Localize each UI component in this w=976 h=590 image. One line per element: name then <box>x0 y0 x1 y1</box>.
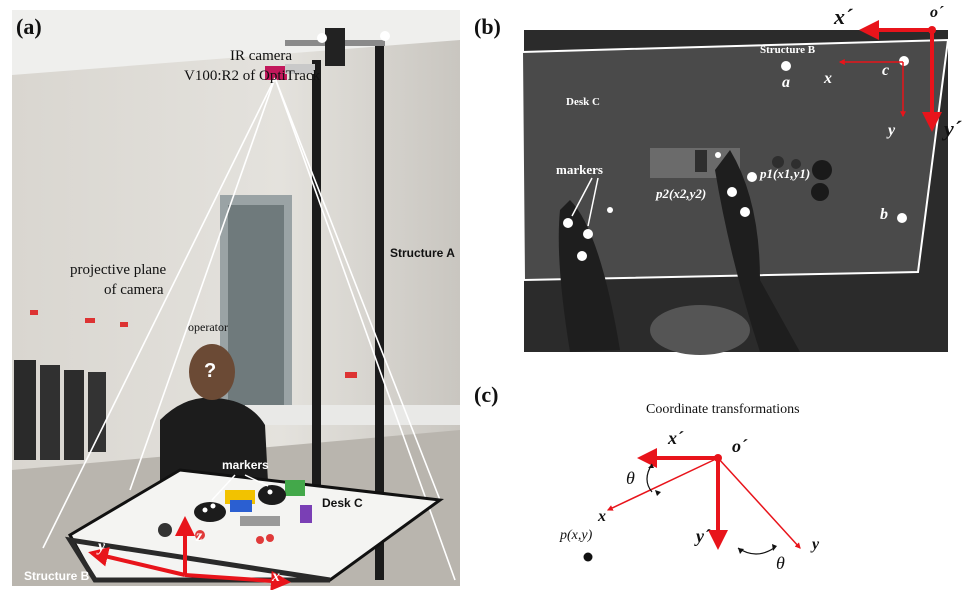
point-p-label: p(x,y) <box>560 528 593 543</box>
structure-a-pole-right <box>375 40 384 580</box>
theta-label-2: θ <box>776 553 785 573</box>
structure-a-label: Structure A <box>390 246 455 260</box>
axis-x-label-c: x <box>598 508 606 525</box>
axis-z-label-a: z <box>196 528 203 545</box>
structure-a-pole-left <box>312 60 321 580</box>
projective-label-1: projective plane <box>70 262 167 278</box>
panel-c-title: Coordinate transformations <box>646 402 800 417</box>
axis-y-label-b: y <box>888 122 896 139</box>
camera-label-2: V100:R2 of OptiTrack <box>184 68 321 84</box>
p1-label: p1(x1,y1) <box>760 166 811 181</box>
desk-c-label-b: Desk C <box>566 96 600 108</box>
axis-y-label-a: y <box>98 538 106 555</box>
markers-label-a: markers <box>222 458 269 472</box>
axis-yp-label-b: y´ <box>944 116 962 141</box>
projective-label-2: of camera <box>104 282 164 298</box>
origin-label-b: o´ <box>930 4 944 21</box>
axis-y-label-c: y <box>812 536 820 553</box>
point-c-label: c <box>882 62 890 79</box>
point-a-label: a <box>782 74 790 91</box>
theta-label-1: θ <box>626 468 635 488</box>
camera-label-1: IR camera <box>230 48 293 64</box>
axis-xp-label-b: x´ <box>834 4 853 29</box>
axis-xp-label-c: x´ <box>668 428 683 448</box>
axis-x-arrow-a <box>184 570 291 590</box>
axis-x-label-a: x <box>272 568 280 585</box>
point-b-label: b <box>880 206 888 223</box>
face-mark: ? <box>204 360 217 382</box>
panel-c-tag: (c) <box>474 382 499 407</box>
point-p-dot <box>583 552 593 562</box>
origin-label-c: o´ <box>732 436 747 456</box>
operator-label: operator <box>188 320 228 334</box>
structure-b-label-b: Structure B <box>760 44 816 56</box>
axis-y-arrow-a <box>88 546 186 577</box>
structure-b-label-a: Structure B <box>24 569 90 583</box>
desk-c-label-a: Desk C <box>322 496 363 510</box>
panel-b-tag: (b) <box>474 14 501 39</box>
p2-label: p2(x2,y2) <box>656 186 707 201</box>
markers-label-b: markers <box>556 162 603 177</box>
axis-y-arrow-c <box>717 457 801 549</box>
axis-x-arrow-c <box>606 457 719 511</box>
panel-a-tag: (a) <box>16 14 42 39</box>
axis-x-label-b: x <box>824 70 832 87</box>
axis-yp-label-c: y´ <box>696 526 710 546</box>
ir-camera <box>265 66 287 80</box>
